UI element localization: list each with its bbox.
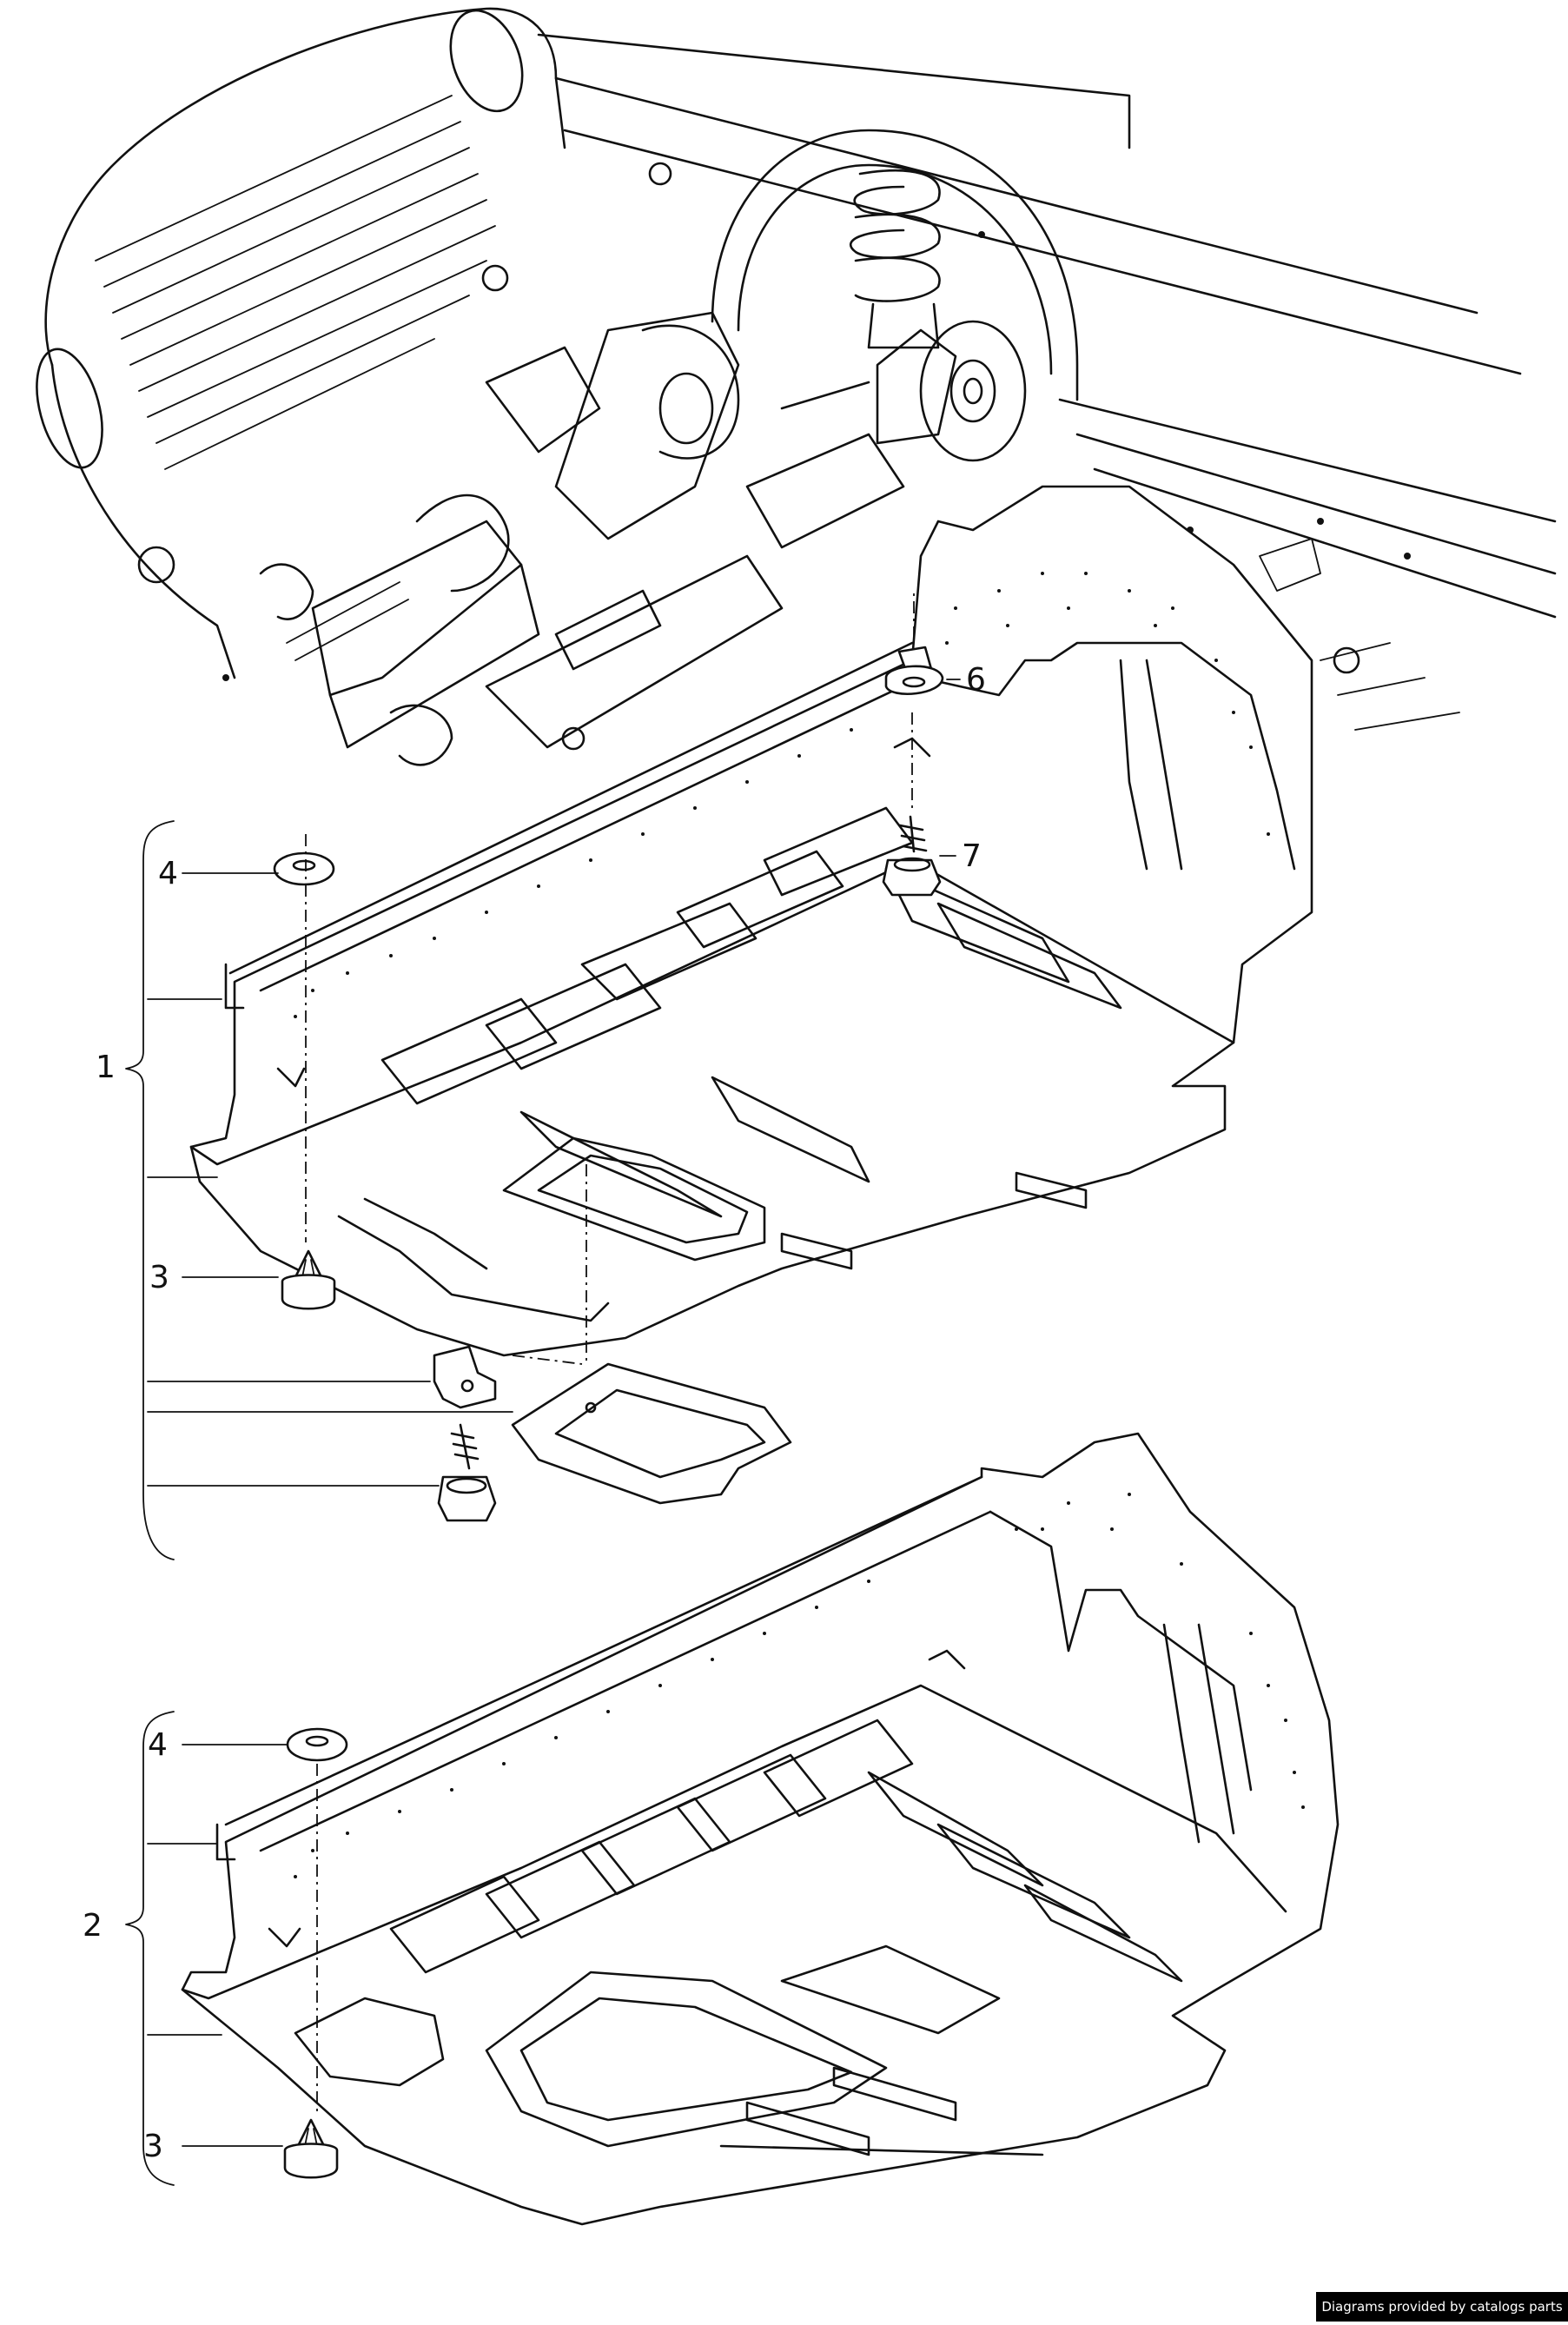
clip-nut-part-6 (884, 646, 944, 696)
clip-bracket (433, 1345, 497, 1409)
engine-undertray-2 (181, 1432, 1340, 2226)
coil-spring (849, 169, 941, 349)
callout-1: 1 (96, 1050, 116, 1085)
group-bracket-2 (125, 1711, 175, 2186)
engine-undertray-1 (189, 485, 1313, 1357)
push-clip-part-3-upper (281, 1249, 336, 1310)
callout-4-upper: 4 (158, 856, 178, 891)
cover-plate (511, 1362, 792, 1505)
assembly-axes (305, 591, 915, 2111)
callout-4-lower: 4 (148, 1727, 168, 1763)
callout-leaders (147, 679, 961, 2147)
callout-6: 6 (966, 662, 986, 698)
car-underbody-illustration (36, 7, 1557, 766)
callout-3-upper: 3 (149, 1260, 169, 1295)
callout-7: 7 (962, 838, 982, 874)
push-clip-part-3-lower (283, 2118, 339, 2179)
bolt-lower (437, 1423, 497, 1522)
bolt-part-7 (882, 815, 942, 897)
group-bracket-1 (125, 820, 175, 1560)
callout-2: 2 (83, 1908, 103, 1944)
grommet-part-4-lower (286, 1727, 348, 1762)
grommet-part-4-upper (273, 851, 335, 886)
callout-3-lower: 3 (143, 2129, 163, 2164)
credit-badge: Diagrams provided by catalogs parts (1316, 2292, 1568, 2322)
